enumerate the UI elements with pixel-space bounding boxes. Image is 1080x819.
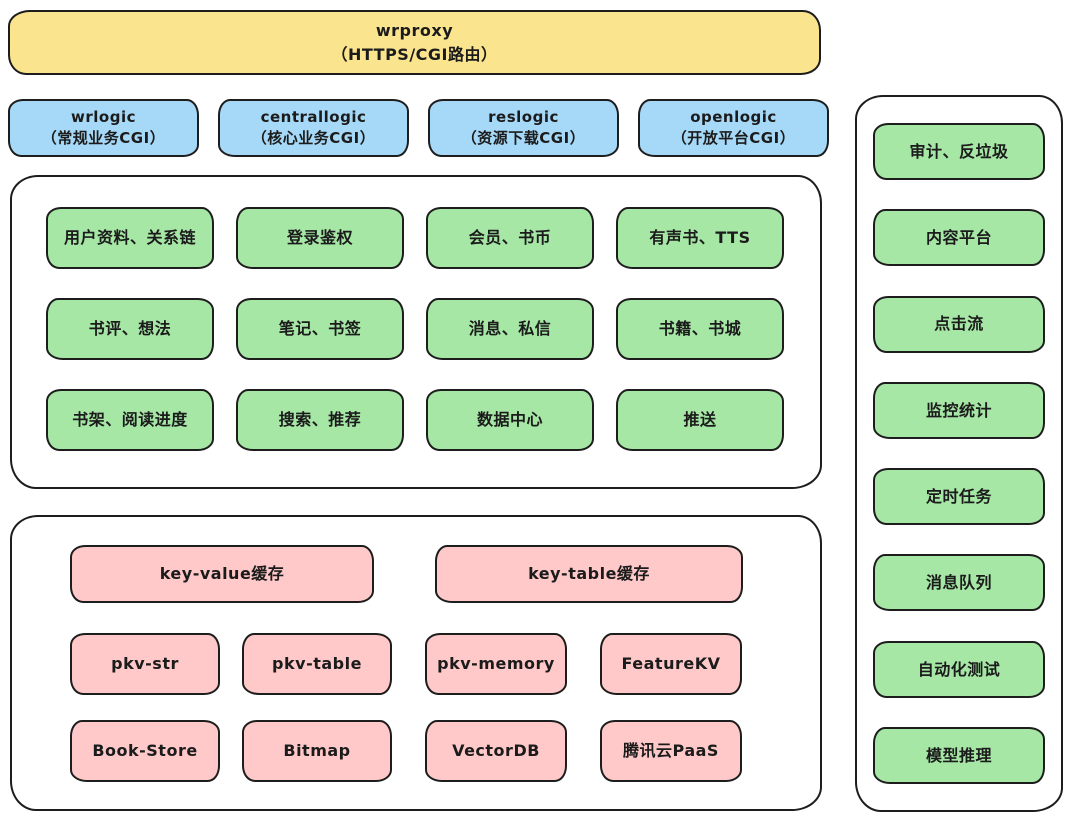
platform-box: 消息队列 [873,554,1045,612]
service-box: 搜索、推荐 [236,389,404,451]
logic-box-title: reslogic [488,108,559,126]
proxy-box: wrproxy （HTTPS/CGI路由） [8,10,821,75]
proxy-subtitle: （HTTPS/CGI路由） [331,44,498,64]
service-box: 笔记、书签 [236,298,404,360]
service-box: 有声书、TTS [616,207,784,269]
logic-box-subtitle: （核心业务CGI） [251,129,376,147]
storage-box: Book-Store [70,720,220,782]
storage-box: Bitmap [242,720,392,782]
storage-row: Book-Store Bitmap VectorDB 腾讯云PaaS [12,720,820,782]
logic-box-subtitle: （常规业务CGI） [41,129,166,147]
storage-box: VectorDB [425,720,567,782]
service-box: 会员、书币 [426,207,594,269]
cache-row: key-value缓存 key-table缓存 [12,545,820,603]
cache-box-key-table: key-table缓存 [435,545,743,603]
platform-box: 审计、反垃圾 [873,123,1045,180]
service-box: 消息、私信 [426,298,594,360]
logic-box-wrlogic: wrlogic （常规业务CGI） [8,99,199,157]
storage-row: pkv-str pkv-table pkv-memory FeatureKV [12,633,820,695]
storage-box: pkv-table [242,633,392,695]
storage-box: FeatureKV [600,633,742,695]
platform-panel: 审计、反垃圾 内容平台 点击流 监控统计 定时任务 消息队列 自动化测试 模型推… [855,95,1063,812]
service-box: 推送 [616,389,784,451]
platform-box: 模型推理 [873,726,1045,784]
logic-box-title: openlogic [690,108,777,126]
service-box: 用户资料、关系链 [46,207,214,269]
logic-box-title: centrallogic [260,108,367,126]
logic-box-title: wrlogic [71,108,136,126]
service-box: 书评、想法 [46,298,214,360]
platform-box: 监控统计 [873,381,1045,439]
service-box: 书籍、书城 [616,298,784,360]
logic-box-centrallogic: centrallogic （核心业务CGI） [218,99,409,157]
logic-box-openlogic: openlogic （开放平台CGI） [638,99,829,157]
cache-box-key-value: key-value缓存 [70,545,374,603]
platform-box: 自动化测试 [873,640,1045,698]
service-box: 登录鉴权 [236,207,404,269]
logic-box-subtitle: （资源下载CGI） [461,129,586,147]
storage-box: 腾讯云PaaS [600,720,742,782]
service-box: 书架、阅读进度 [46,389,214,451]
platform-box: 点击流 [873,295,1045,353]
storage-box: pkv-memory [425,633,567,695]
logic-box-reslogic: reslogic （资源下载CGI） [428,99,619,157]
storage-box: pkv-str [70,633,220,695]
platform-box: 定时任务 [873,468,1045,526]
logic-layer-row: wrlogic （常规业务CGI） centrallogic （核心业务CGI）… [8,99,829,157]
proxy-title: wrproxy [375,21,454,41]
services-panel: 用户资料、关系链 登录鉴权 会员、书币 有声书、TTS 书评、想法 笔记、书签 … [10,175,822,489]
platform-box: 内容平台 [873,209,1045,267]
service-box: 数据中心 [426,389,594,451]
logic-box-subtitle: （开放平台CGI） [671,129,796,147]
storage-panel: key-value缓存 key-table缓存 pkv-str pkv-tabl… [10,515,822,811]
